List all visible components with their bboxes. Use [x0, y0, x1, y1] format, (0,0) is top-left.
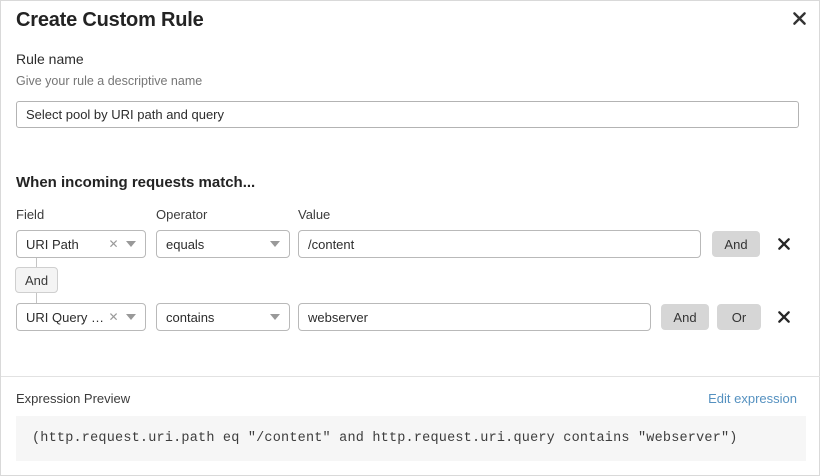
value-input-row-1[interactable] — [298, 230, 701, 258]
group-connector-label: And — [25, 272, 49, 288]
operator-select-row-2[interactable]: contains — [156, 303, 290, 331]
field-select-row-1[interactable]: URI Path ✕ — [16, 230, 146, 258]
and-button-row-1[interactable]: And — [712, 231, 760, 257]
group-connector-and-button[interactable]: And — [15, 267, 59, 293]
column-header-value: Value — [298, 207, 331, 222]
clear-icon[interactable]: ✕ — [108, 310, 119, 324]
field-select-value-row-2: URI Query St... — [26, 309, 106, 325]
field-select-value-row-1: URI Path — [26, 236, 79, 252]
chevron-down-icon[interactable] — [121, 314, 141, 320]
column-header-operator: Operator — [156, 207, 208, 222]
expression-preview-box: (http.request.uri.path eq "/content" and… — [16, 416, 806, 461]
connector-line-bottom — [36, 292, 37, 303]
column-header-field: Field — [16, 207, 45, 222]
and-button-label-row-2: And — [673, 309, 697, 325]
and-button-row-2[interactable]: And — [661, 304, 709, 330]
chevron-down-icon[interactable] — [121, 241, 141, 247]
chevron-down-icon[interactable] — [265, 241, 285, 247]
close-icon[interactable] — [788, 7, 810, 29]
rule-name-label: Rule name — [16, 51, 84, 67]
operator-select-value-row-1: equals — [166, 236, 205, 252]
delete-condition-button-row-2[interactable] — [775, 308, 793, 326]
page-title: Create Custom Rule — [16, 9, 204, 31]
connector-line-top — [36, 258, 37, 268]
match-section-heading: When incoming requests match... — [16, 174, 256, 191]
clear-icon[interactable]: ✕ — [108, 237, 119, 251]
rule-name-input[interactable] — [16, 101, 799, 128]
operator-select-row-1[interactable]: equals — [156, 230, 290, 258]
value-input-row-2[interactable] — [298, 303, 651, 331]
or-button-label-row-2: Or — [731, 309, 747, 325]
expression-preview-text: (http.request.uri.path eq "/content" and… — [32, 431, 738, 446]
field-select-row-2[interactable]: URI Query St... ✕ — [16, 303, 146, 331]
expression-preview-divider — [1, 376, 820, 377]
delete-condition-button-row-1[interactable] — [775, 235, 793, 253]
rule-name-help-text: Give your rule a descriptive name — [16, 74, 203, 88]
chevron-down-icon[interactable] — [265, 314, 285, 320]
and-button-label-row-1: And — [724, 236, 748, 252]
or-button-row-2[interactable]: Or — [717, 304, 761, 330]
operator-select-value-row-2: contains — [166, 309, 215, 325]
edit-expression-link[interactable]: Edit expression — [708, 391, 797, 406]
expression-preview-label: Expression Preview — [16, 391, 131, 406]
